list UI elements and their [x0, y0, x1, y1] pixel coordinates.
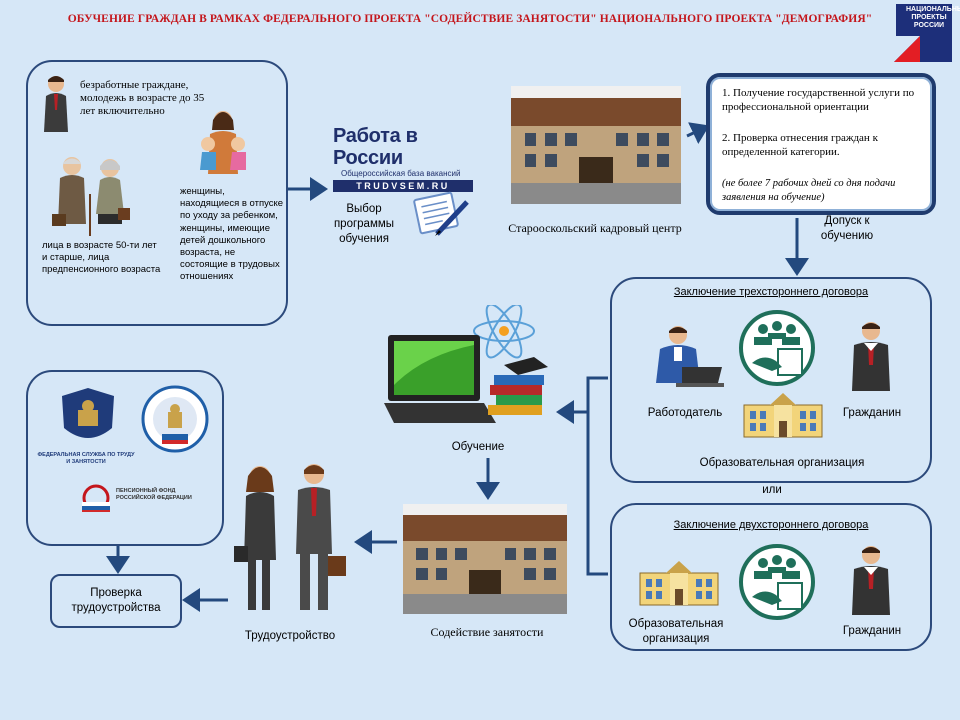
- tripartite-edu-org-icon: [743, 393, 823, 438]
- group-elderly-label: лица в возрасте 50-ти лет и старше, лица…: [42, 240, 161, 275]
- portal-subtitle: Общероссийская база вакансий: [341, 169, 461, 178]
- business-people-icon: [234, 464, 346, 610]
- step-2-text: 2. Проверка отнесения граждан к определе…: [722, 132, 878, 158]
- tripartite-contract-box: Заключение трехстороннего договора Работ…: [610, 277, 932, 483]
- employment-assist-label: Содействие занятости: [430, 625, 544, 639]
- tax-service-emblem-icon: [141, 385, 209, 453]
- rostrud-emblem-icon: [62, 388, 114, 438]
- employment-center-building: [511, 86, 681, 204]
- group-women-label: женщины, находящиеся в отпуске по уходу …: [180, 186, 284, 283]
- tripartite-employer-label: Работодатель: [647, 407, 723, 419]
- portal-url[interactable]: TRUDVSEM.RU: [333, 180, 473, 192]
- national-projects-logo-shape: [894, 4, 952, 62]
- or-label: или: [762, 484, 782, 496]
- bipartite-contract-box: Заключение двухстороннего договора Образ…: [610, 503, 932, 651]
- agencies-box: ФЕДЕРАЛЬНАЯ СЛУЖБА ПО ТРУДУ И ЗАНЯТОСТИ …: [26, 370, 224, 546]
- bipartite-edu-org-label: Образовательная организация: [628, 618, 724, 645]
- admission-label: Допуск к обучению: [820, 215, 874, 242]
- national-projects-logo: НАЦИОНАЛЬНЫЕ ПРОЕКТЫ РОССИИ: [890, 2, 960, 66]
- logo-line-2: ПРОЕКТЫ: [911, 14, 947, 21]
- step-1-text: 1. Получение государственной услуги по п…: [722, 87, 915, 113]
- tripartite-title: Заключение трехстороннего договора: [673, 286, 869, 298]
- logo-line-3: РОССИИ: [913, 22, 945, 29]
- tripartite-citizen-icon: [852, 322, 890, 391]
- assist-building: [403, 504, 567, 614]
- tripartite-edu-org-label: Образовательная организация: [699, 457, 865, 469]
- program-choice-label: Выбор программы обучения: [333, 203, 395, 245]
- rostrud-label: ФЕДЕРАЛЬНАЯ СЛУЖБА ПО ТРУДУ И ЗАНЯТОСТИ: [37, 452, 135, 465]
- bipartite-title: Заключение двухстороннего договора: [673, 519, 869, 531]
- page-title: ОБУЧЕНИЕ ГРАЖДАН В РАМКАХ ФЕДЕРАЛЬНОГО П…: [67, 13, 873, 25]
- arrow-center-to-steps: [686, 122, 710, 144]
- pension-fund-icon: [82, 484, 110, 512]
- employment-label: Трудоустройство: [244, 630, 336, 642]
- logo-line-1: НАЦИОНАЛЬНЫЕ: [906, 6, 960, 13]
- group-youth-label: безработные граждане, молодежь в возраст…: [80, 79, 205, 117]
- employment-center-name: Старооскольский кадровый центр: [508, 221, 682, 235]
- mother-children-icon: [200, 111, 246, 174]
- target-groups-box: безработные граждане, молодежь в возраст…: [26, 60, 288, 326]
- trudvsem-logo[interactable]: Работа в России Общероссийская база вака…: [333, 125, 483, 192]
- pension-fund-label: ПЕНСИОННЫЙ ФОНД РОССИЙСКОЙ ФЕДЕРАЦИИ: [116, 488, 192, 501]
- handshake-contract-icon: [739, 310, 815, 386]
- bipartite-citizen-icon: [852, 546, 890, 615]
- verification-label: Проверка трудоустройства: [71, 587, 161, 614]
- employer-icon: [656, 326, 724, 387]
- step-deadline-note: (не более 7 рабочих дней со дня подачи з…: [722, 178, 896, 203]
- document-pen-icon: [413, 191, 469, 236]
- young-man-icon: [44, 76, 68, 132]
- bipartite-edu-org-icon: [639, 561, 719, 606]
- national-projects-logo-text: НАЦИОНАЛЬНЫЕ ПРОЕКТЫ РОССИИ: [906, 6, 960, 30]
- training-laptop-icon: [384, 305, 548, 423]
- bipartite-handshake-icon: [739, 544, 815, 620]
- elderly-couple-icon: [52, 157, 130, 236]
- steps-box: 1. Получение государственной услуги по п…: [706, 73, 936, 215]
- verification-box: Проверка трудоустройства: [50, 574, 182, 628]
- tripartite-citizen-label: Гражданин: [842, 407, 902, 419]
- training-label: Обучение: [451, 441, 505, 453]
- portal-name: Работа в России: [333, 125, 418, 169]
- contracts-bracket: [586, 376, 608, 576]
- bipartite-citizen-label: Гражданин: [842, 625, 902, 637]
